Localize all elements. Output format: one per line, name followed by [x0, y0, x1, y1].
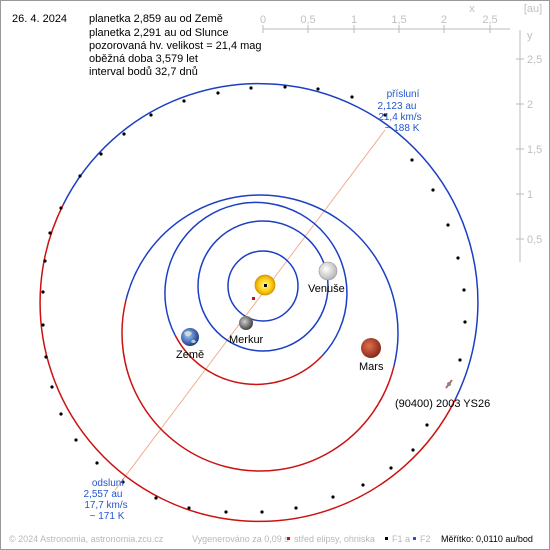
perihelion-distance: 2,123 au: [378, 101, 417, 112]
mercury-planet: [239, 316, 253, 330]
perihelion-temp: ~ 188 K: [385, 123, 420, 134]
aphelion-temp: ~ 171 K: [90, 511, 125, 522]
info-line-sun-distance: planetka 2,291 au od Slunce: [89, 27, 228, 39]
legend-f1-text: F1 a: [392, 534, 410, 544]
x-tick-2: 1: [351, 14, 357, 26]
x-tick-1: 0,5: [300, 14, 315, 26]
legend-center-text: střed elipsy, ohniska: [294, 534, 375, 544]
legend-f1-swatch: [385, 537, 388, 540]
perihelion-annotation: přísluní 2,123 au 21,4 km/s ~ 188 K: [378, 89, 422, 134]
venus-planet: [318, 261, 338, 281]
ellipse-center-marker: [252, 297, 255, 300]
x-tick-5: 2,5: [482, 14, 497, 26]
asteroid-orbit-above: [62, 82, 479, 401]
legend-f2-swatch: [413, 537, 416, 540]
mars-label: Mars: [359, 361, 384, 373]
copyright-text: © 2024 Astronomia, astronomia.zcu.cz: [9, 534, 164, 544]
mars-planet: [361, 338, 381, 358]
venus-orbit: [197, 220, 329, 352]
aphelion-distance: 2,557 au: [84, 489, 123, 500]
y-tick-2: 1,5: [527, 144, 542, 156]
y-tick-4: 0,5: [527, 234, 542, 246]
earth-orbit-above: [164, 201, 348, 357]
perihelion-title: přísluní: [387, 89, 420, 100]
y-axis: 2,5 2 1,5 1 0,5 y: [516, 30, 542, 262]
aphelion-speed: 17,7 km/s: [84, 500, 127, 511]
mars-orbit-below: [121, 299, 395, 472]
earth-planet: [181, 328, 199, 346]
info-line-earth-distance: planetka 2,859 au od Země: [89, 13, 223, 25]
y-tick-1: 2: [527, 99, 533, 111]
venus-label: Venuše: [308, 283, 345, 295]
orbit-interval-points: [41, 85, 467, 514]
y-tick-3: 1: [527, 189, 533, 201]
mercury-orbit: [227, 250, 299, 322]
x-axis: 0 0,5 1 1,5 2 2,5 x [au]: [260, 3, 542, 33]
asteroid-orbit-below: [39, 204, 456, 523]
apsis-line: [114, 129, 386, 491]
x-tick-3: 1,5: [391, 14, 406, 26]
legend-center-swatch: [287, 537, 290, 540]
date-label: 26. 4. 2024: [12, 13, 67, 25]
info-line-interval: interval bodů 32,7 dnů: [89, 66, 198, 78]
mars-orbit-above: [125, 194, 399, 367]
unit-label: [au]: [524, 3, 542, 15]
y-tick-0: 2,5: [527, 54, 542, 66]
mercury-label: Merkur: [229, 334, 264, 346]
sun: [254, 274, 276, 296]
asteroid-marker: [445, 379, 453, 389]
info-line-magnitude: pozorovaná hv. velikost = 21,4 mag: [89, 40, 262, 52]
aphelion-annotation: odsluní 2,557 au 17,7 km/s ~ 171 K: [84, 478, 128, 522]
earth-orbit-below: [174, 334, 323, 386]
scale-text: Měřítko: 0,0110 au/bod: [441, 534, 533, 544]
aphelion-title: odsluní: [92, 478, 124, 489]
earth-label: Země: [176, 349, 204, 361]
footer: © 2024 Astronomia, astronomia.zcu.cz Vyg…: [9, 534, 533, 544]
generated-text: Vygenerováno za 0,09 s: [192, 534, 289, 544]
earth-continents: [184, 331, 196, 343]
x-axis-label: x: [469, 3, 475, 15]
y-axis-label: y: [527, 30, 533, 42]
x-tick-0: 0: [260, 14, 266, 26]
perihelion-speed: 21,4 km/s: [378, 112, 421, 123]
info-line-period: oběžná doba 3,579 let: [89, 53, 198, 65]
asteroid-label: (90400) 2003 YS26: [395, 398, 490, 410]
legend-f2-text: F2: [420, 534, 431, 544]
x-tick-4: 2: [441, 14, 447, 26]
